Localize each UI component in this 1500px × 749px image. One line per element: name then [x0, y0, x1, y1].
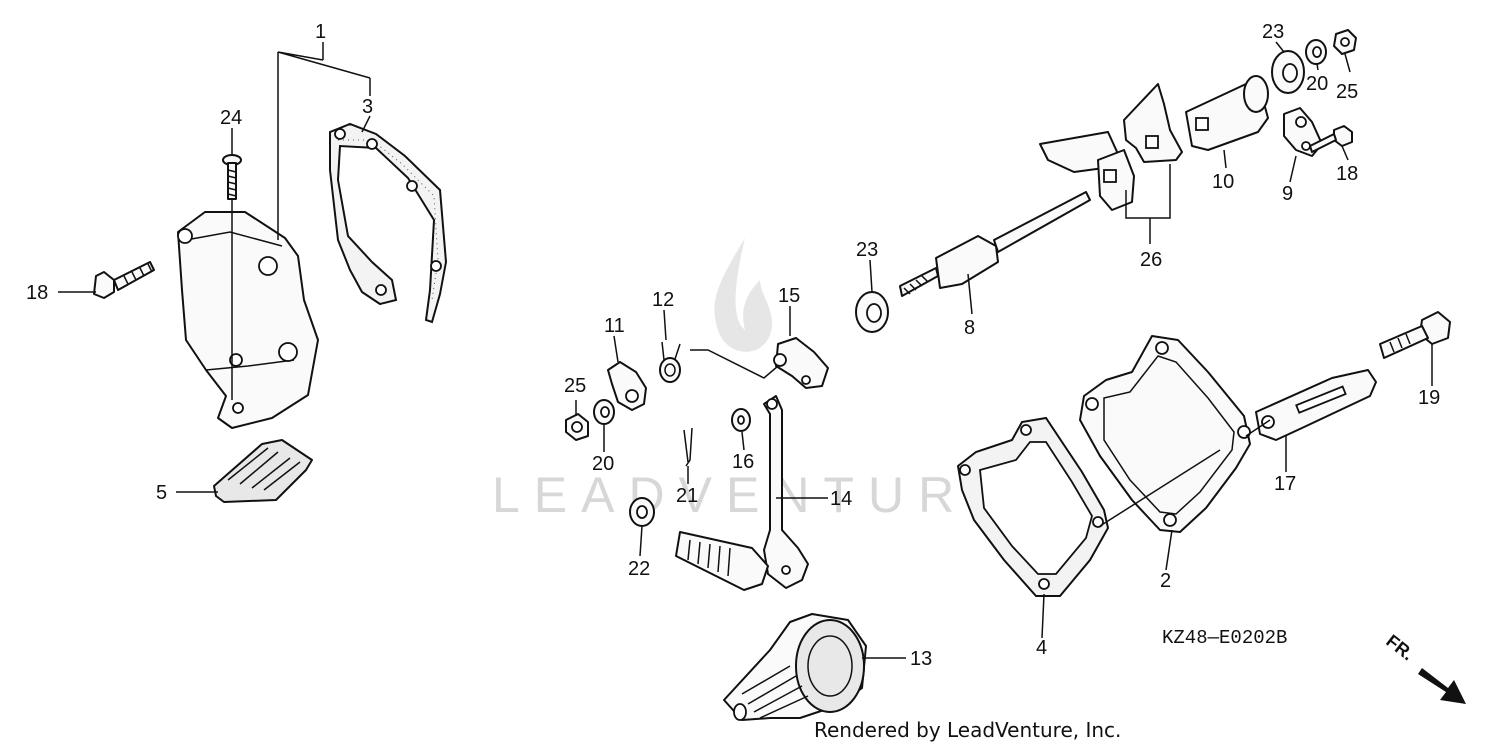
callout-15[interactable]: 15: [778, 285, 800, 307]
callout-10[interactable]: 10: [1212, 171, 1234, 193]
part-washer-20-top[interactable]: [1305, 39, 1327, 65]
callout-13[interactable]: 13: [910, 648, 932, 670]
callout-14[interactable]: 14: [830, 488, 852, 510]
part-collar-16[interactable]: [731, 408, 751, 432]
part-arm-26[interactable]: [1039, 83, 1183, 211]
part-bolt-18-right[interactable]: [1309, 125, 1353, 153]
callout-20-mid[interactable]: 20: [592, 453, 614, 475]
part-cover-1[interactable]: [177, 211, 319, 429]
part-bearing-23-mid[interactable]: [855, 291, 889, 333]
arrow-icon: [1418, 668, 1466, 704]
part-cover-2[interactable]: [1079, 335, 1251, 533]
part-gasket-4[interactable]: [956, 416, 1110, 597]
callout-23-top[interactable]: 23: [1262, 21, 1284, 43]
part-spindle-13[interactable]: [723, 613, 867, 721]
part-bracket-17[interactable]: [1255, 369, 1377, 441]
callout-4[interactable]: 4: [1036, 637, 1047, 659]
direction-label: FR.: [1382, 631, 1417, 665]
part-sleeve-10[interactable]: [1185, 75, 1269, 151]
leader-lines: [58, 41, 1433, 659]
callout-24[interactable]: 24: [220, 107, 242, 129]
callout-16[interactable]: 16: [732, 451, 754, 473]
callout-21[interactable]: 21: [676, 485, 698, 507]
callout-5[interactable]: 5: [156, 482, 167, 504]
watermark-text: LEADVENTURE: [492, 467, 1016, 523]
part-bolt-24[interactable]: [222, 154, 242, 200]
callout-3[interactable]: 3: [362, 96, 373, 118]
part-washer-20-mid[interactable]: [593, 399, 615, 425]
callout-8[interactable]: 8: [964, 317, 975, 339]
part-seal-22[interactable]: [629, 497, 655, 527]
callout-17[interactable]: 17: [1274, 473, 1296, 495]
part-bearing-23-top[interactable]: [1271, 50, 1305, 94]
part-gasket-3[interactable]: [329, 122, 448, 324]
callout-25-mid[interactable]: 25: [564, 375, 586, 397]
callout-25-top[interactable]: 25: [1336, 81, 1358, 103]
part-rod-14[interactable]: [763, 395, 809, 589]
part-bolt-18-left[interactable]: [93, 261, 155, 299]
part-cam-11[interactable]: [607, 361, 647, 411]
part-lever-15[interactable]: [773, 337, 829, 389]
callout-1[interactable]: 1: [315, 21, 326, 43]
callout-20-top[interactable]: 20: [1306, 73, 1328, 95]
callout-22[interactable]: 22: [628, 558, 650, 580]
part-nut-25-top[interactable]: [1333, 29, 1357, 55]
part-kick-shaft[interactable]: [675, 531, 769, 591]
callout-labels: 1 3 24 18 5 23 20 25 10 9 18 26 23 8 11 …: [26, 21, 1440, 670]
part-shaft-8[interactable]: [899, 191, 1091, 297]
diagram-code: KZ48—E0202B: [1162, 627, 1287, 649]
callout-26[interactable]: 26: [1140, 249, 1162, 271]
callout-9[interactable]: 9: [1282, 183, 1293, 205]
callout-23-mid[interactable]: 23: [856, 239, 878, 261]
front-direction-indicator: FR.: [1382, 631, 1466, 704]
callout-12[interactable]: 12: [652, 289, 674, 311]
callout-11[interactable]: 11: [604, 315, 625, 337]
credit-text: Rendered by LeadVenture, Inc.: [814, 718, 1121, 742]
part-clip-21[interactable]: [683, 427, 693, 467]
callout-18-right[interactable]: 18: [1336, 163, 1358, 185]
watermark: LEADVENTURE: [492, 238, 1016, 523]
part-nut-25-mid[interactable]: [565, 413, 589, 441]
part-bolt-19[interactable]: [1379, 311, 1451, 359]
callout-2[interactable]: 2: [1160, 570, 1171, 592]
watermark-flame-icon: [714, 238, 773, 352]
callout-19[interactable]: 19: [1418, 387, 1440, 409]
callout-18-left[interactable]: 18: [26, 282, 48, 304]
part-spring-12[interactable]: [659, 341, 681, 383]
part-pad-5[interactable]: [213, 439, 313, 503]
